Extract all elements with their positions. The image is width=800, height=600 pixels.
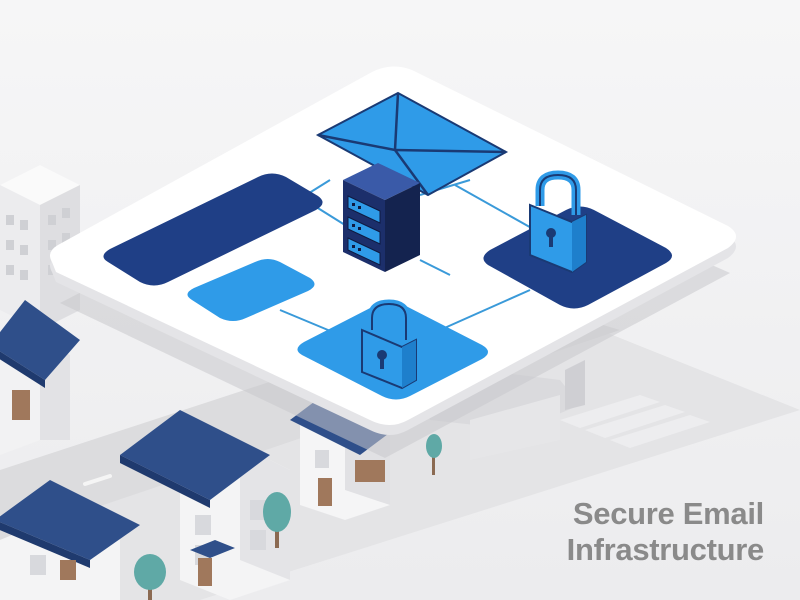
caption: Secure Email Infrastructure	[566, 496, 765, 568]
tree	[134, 554, 166, 600]
tree	[263, 492, 291, 548]
caption-line-2: Infrastructure	[566, 532, 765, 567]
tree	[426, 434, 442, 475]
traditional-house-2	[0, 480, 140, 600]
tile-small-blue	[187, 259, 315, 321]
padlock-icon	[361, 299, 417, 390]
traditional-house-1	[0, 300, 80, 455]
caption-line-1: Secure Email	[572, 496, 764, 531]
padlock-icon	[529, 170, 587, 274]
server-icon	[343, 163, 420, 272]
tile-large-navy	[103, 173, 323, 286]
